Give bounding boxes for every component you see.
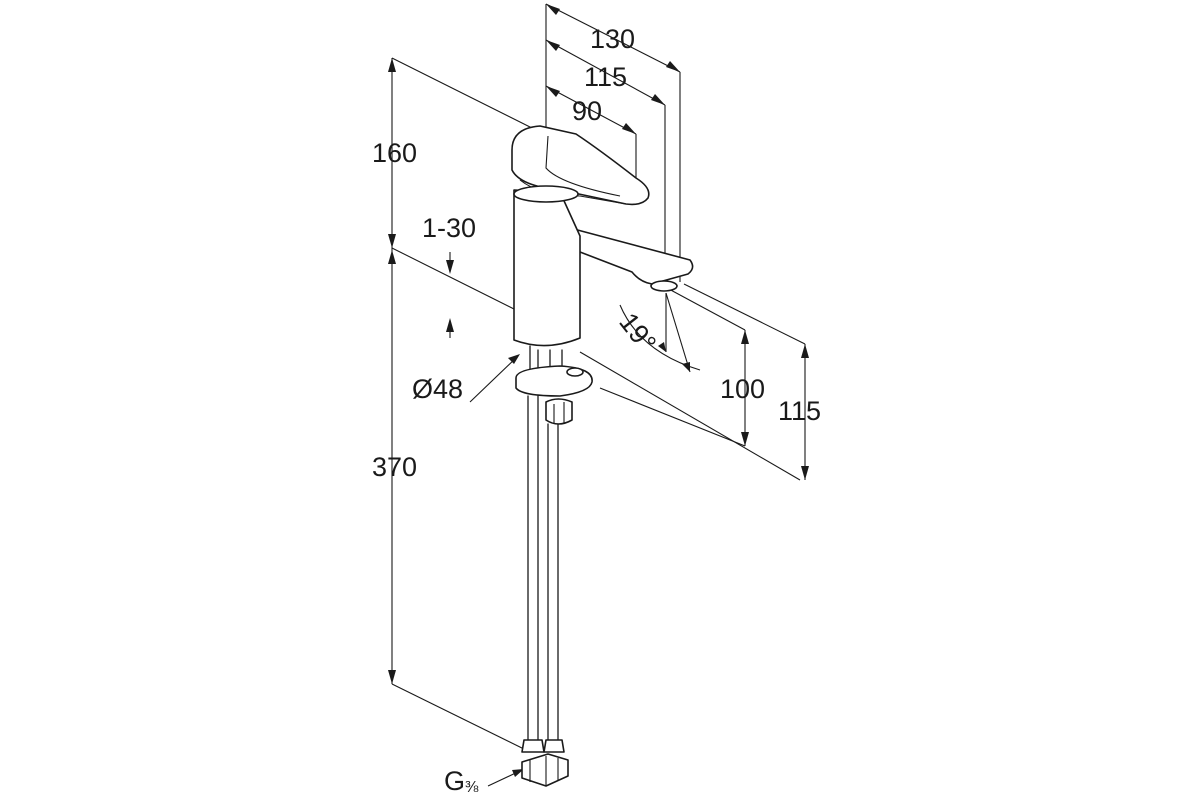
dim-total-spout-height: 115	[778, 396, 821, 426]
mounting-hardware	[515, 345, 593, 787]
dim-connection-fraction: ⅜	[465, 779, 479, 796]
faucet-body	[511, 125, 694, 347]
dim-hose-length: 370	[372, 452, 417, 482]
dim-lever-reach: 90	[572, 96, 602, 126]
dimension-arrows	[388, 4, 809, 777]
dim-deck-thickness: 1-30	[422, 213, 476, 243]
dim-outlet-height: 100	[720, 374, 765, 404]
dimension-labels: 130 115 90 160 1-30 Ø48 370 19° 100 115 …	[372, 24, 821, 796]
dim-spout-reach: 115	[584, 62, 627, 92]
dim-connection-thread: G	[444, 766, 465, 796]
dimension-lines	[391, 3, 806, 787]
dim-bore-diameter: Ø48	[412, 374, 463, 404]
dim-spout-angle: 19°	[613, 307, 662, 358]
dim-upper-height: 160	[372, 138, 417, 168]
dim-overall-width: 130	[590, 24, 635, 54]
